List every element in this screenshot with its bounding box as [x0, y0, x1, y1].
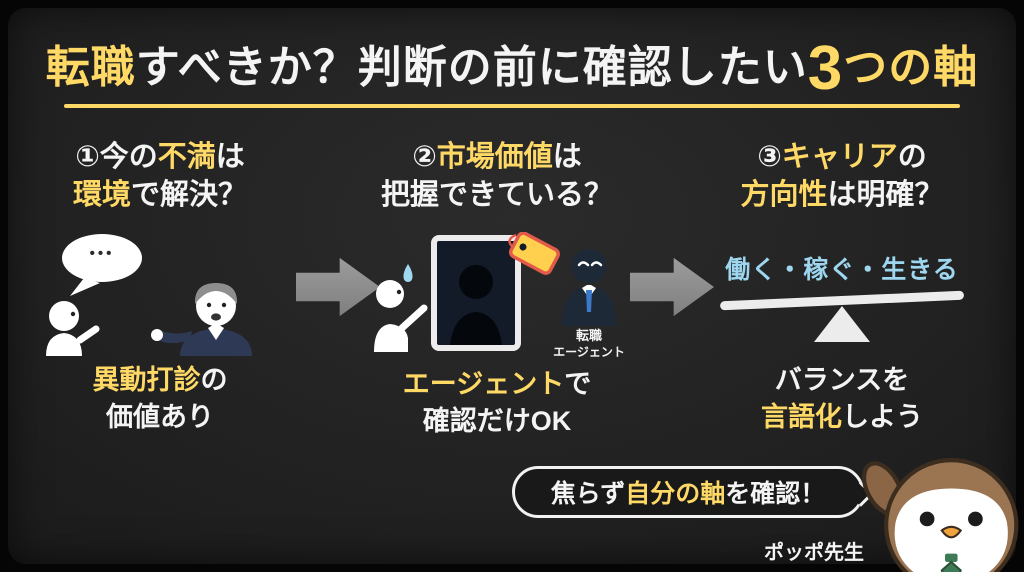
- bubble-text: 焦らず: [550, 480, 626, 508]
- column-2-heading-line-1: ②市場価値は: [362, 138, 632, 176]
- caption-text: 確認だけOK: [422, 406, 572, 436]
- person-icon: [374, 264, 428, 352]
- title-segment: 転職: [45, 43, 136, 92]
- caption-text: 異動打診: [92, 365, 201, 395]
- column-2-heading: ②市場価値は 把握できている？: [362, 138, 632, 214]
- title-segment-number: 3: [807, 34, 844, 103]
- column-1-caption: 異動打診の 価値あり: [30, 362, 290, 436]
- heading-text: は明確？: [827, 179, 944, 211]
- illustration-balance: 働く・稼ぐ・生きる: [692, 250, 992, 350]
- title-underline: [64, 104, 960, 108]
- caption-text: 言語化: [761, 402, 842, 432]
- column-3-heading-line-2: 方向性は明確？: [692, 176, 992, 214]
- bird-mascot-icon: [861, 458, 1019, 572]
- illustration-market-value: 転職 エージェント: [362, 232, 632, 364]
- heading-text: 不満: [157, 141, 216, 173]
- column-2-caption: エージェントで 確認だけOK: [362, 366, 632, 440]
- agent-label: 転職 エージェント: [546, 328, 632, 360]
- column-1-heading: ①今の不満は 環境で解決？: [30, 138, 290, 214]
- footer-speech-bubble: 焦らず自分の軸を確認！: [512, 466, 874, 518]
- heading-text: は: [552, 141, 582, 173]
- speech-bubble-icon: [62, 234, 142, 282]
- caption-text: の: [200, 365, 228, 395]
- agent-label-line-1: 転職: [575, 328, 602, 343]
- agent-label-line-2: エージェント: [553, 345, 625, 359]
- column-1-heading-line-2: 環境で解決？: [30, 176, 290, 214]
- character-name: ポッポ先生: [764, 542, 864, 564]
- mirror-scene-icon: [374, 232, 616, 352]
- caption-text: エージェント: [402, 369, 565, 399]
- page-title: 転職すべきか？判断の前に確認したい3つの軸: [0, 32, 1024, 106]
- businessman-icon: [151, 283, 252, 356]
- heading-text: 把握できている？: [380, 179, 613, 211]
- column-1-caption-line-1: 異動打診の: [30, 362, 290, 399]
- column-1-caption-line-2: 価値あり: [30, 399, 290, 436]
- caption-text: で: [564, 369, 592, 399]
- balance-values-text: 働く・稼ぐ・生きる: [725, 256, 959, 284]
- mirror-icon: [431, 235, 521, 351]
- column-3-heading: ③キャリアの 方向性は明確？: [692, 138, 992, 214]
- caption-text: 価値あり: [106, 402, 214, 432]
- heading-text: ①今の: [75, 141, 158, 173]
- heading-text: で解決？: [131, 179, 248, 211]
- column-3-caption-line-2: 言語化しよう: [692, 399, 992, 436]
- agent-icon: [562, 249, 616, 326]
- heading-text: 環境: [72, 179, 131, 211]
- heading-text: ②: [412, 141, 437, 173]
- price-tag-icon: [508, 232, 560, 275]
- column-3-caption: バランスを 言語化しよう: [692, 362, 992, 436]
- heading-text: 市場価値: [436, 141, 553, 173]
- bird-mascot: [861, 436, 1024, 572]
- heading-text: の: [897, 141, 927, 173]
- speech-bubble-dots: •••: [89, 245, 115, 262]
- caption-text: しよう: [842, 402, 923, 432]
- column-2-caption-line-1: エージェントで: [362, 366, 632, 403]
- column-2-heading-line-2: 把握できている？: [362, 176, 632, 214]
- title-segment: すべきか？判断の前に確認したい: [135, 43, 808, 92]
- column-3-heading-line-1: ③キャリアの: [692, 138, 992, 176]
- employee-icon: [49, 301, 79, 331]
- column-1-heading-line-1: ①今の不満は: [30, 138, 290, 176]
- column-2-caption-line-2: 確認だけOK: [362, 403, 632, 440]
- bubble-text: を確認！: [725, 480, 826, 508]
- heading-text: ③: [757, 141, 782, 173]
- heading-text: キャリア: [781, 141, 898, 173]
- caption-text: バランスを: [774, 365, 910, 395]
- sweat-drop-icon: [403, 264, 413, 282]
- conversation-scene-icon: [46, 234, 252, 356]
- balance-scale-icon: [720, 290, 964, 342]
- heading-text: は: [215, 141, 245, 173]
- bubble-text: 自分の軸: [625, 480, 726, 508]
- heading-text: 方向性: [740, 179, 828, 211]
- column-3-caption-line-1: バランスを: [692, 362, 992, 399]
- illustration-consult-boss: •••: [30, 228, 290, 356]
- title-segment: つの軸: [843, 43, 979, 92]
